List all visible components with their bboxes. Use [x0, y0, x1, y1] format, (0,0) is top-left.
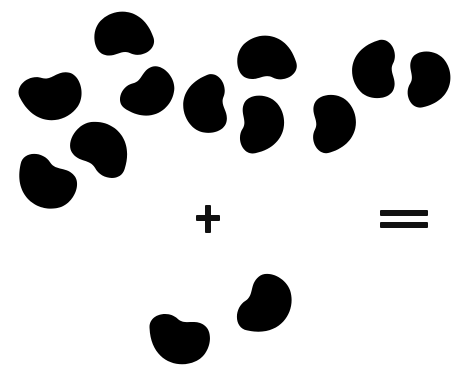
plus-sign — [196, 205, 220, 233]
bean — [9, 150, 83, 217]
bean — [236, 94, 286, 155]
bean — [63, 113, 139, 183]
bean — [15, 63, 89, 130]
bean — [404, 49, 453, 108]
bean — [306, 91, 361, 155]
bean — [146, 313, 211, 367]
bean — [176, 71, 235, 138]
equals-sign — [380, 210, 428, 228]
bean — [90, 6, 157, 64]
left-bean-group — [9, 6, 184, 217]
bottom-bean-group — [146, 268, 299, 367]
bean — [115, 58, 184, 129]
right-bean-group — [176, 31, 453, 156]
bean — [233, 31, 299, 87]
bean — [347, 38, 402, 102]
bean — [233, 268, 300, 342]
